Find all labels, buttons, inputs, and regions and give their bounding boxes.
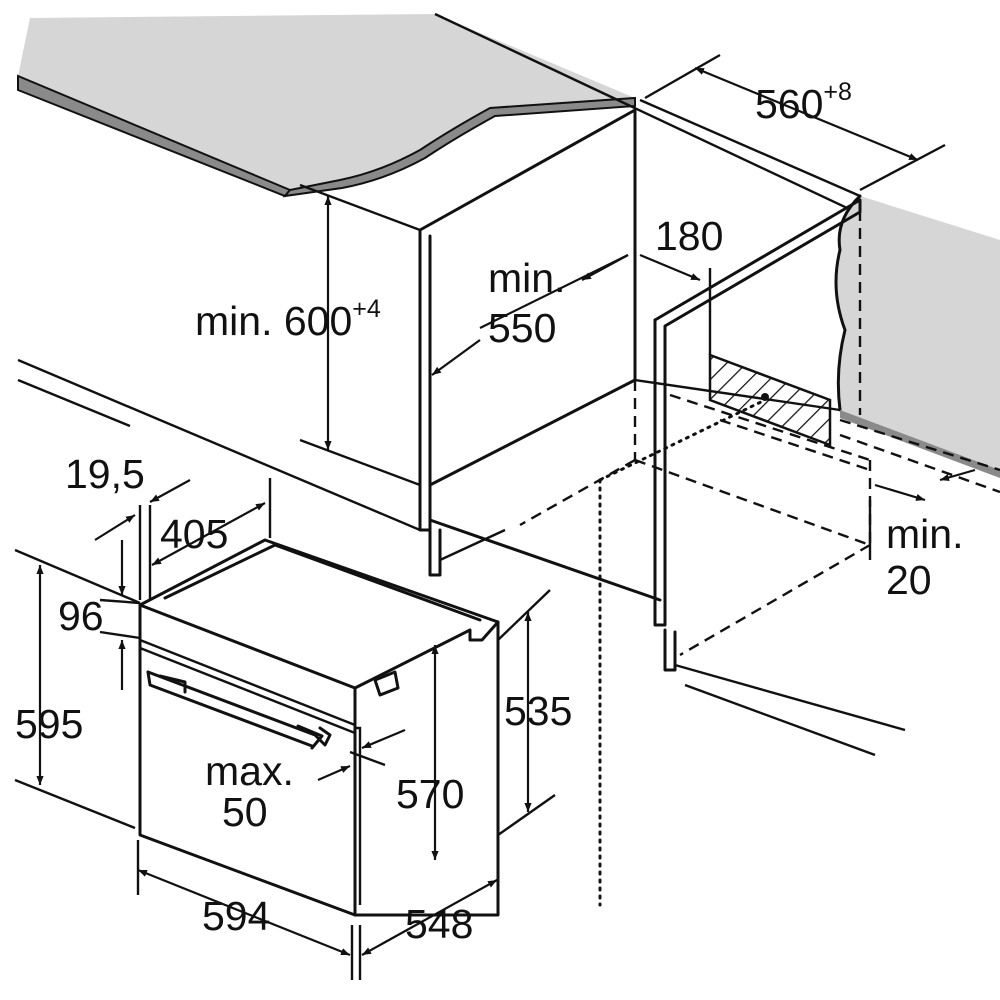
- dimension-labels: 560+8 min. 600+4 min. 550 180 min. 20 19…: [15, 78, 963, 947]
- height-niche-label: min. 600+4: [195, 295, 381, 344]
- side-wall-right: [639, 98, 1000, 478]
- total-depth-label: 548: [405, 901, 473, 947]
- door-projection-label-2: 50: [222, 789, 268, 835]
- cabinet-niche: [17, 108, 1000, 907]
- total-height-label: 595: [15, 701, 83, 747]
- width-niche-label: 560+8: [755, 78, 852, 127]
- body-height-label: 570: [396, 771, 464, 817]
- rear-height-label: 535: [504, 688, 572, 734]
- depth-niche-label-1: min.: [488, 255, 565, 301]
- total-width-label: 594: [202, 893, 270, 939]
- vent-cutout-label: 180: [655, 213, 723, 259]
- oven: [138, 538, 500, 917]
- gap-bottom-label-1: min.: [886, 511, 963, 557]
- gap-bottom-label-2: 20: [886, 557, 932, 603]
- depth-niche-label-2: 550: [488, 305, 556, 351]
- panel-height-label: 96: [58, 593, 104, 639]
- depth-front-label: 405: [160, 511, 228, 557]
- dimension-lines: [14, 53, 976, 980]
- front-offset-label: 19,5: [65, 451, 145, 497]
- door-projection-label-1: max.: [205, 748, 294, 794]
